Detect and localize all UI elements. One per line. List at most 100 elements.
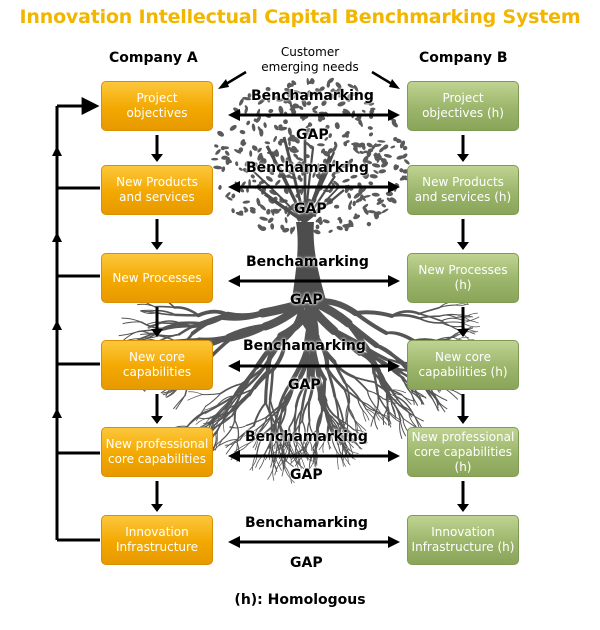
root bbox=[367, 390, 384, 400]
gap-label-2: GAP bbox=[294, 201, 327, 217]
benchmarking-label-3: Benchamarking bbox=[246, 254, 369, 270]
root bbox=[412, 390, 427, 399]
leaf bbox=[247, 93, 252, 98]
root bbox=[351, 434, 368, 443]
leaf bbox=[283, 188, 289, 194]
tree-canopy bbox=[211, 77, 410, 235]
root bbox=[233, 443, 250, 453]
leaf bbox=[259, 204, 266, 211]
root bbox=[307, 398, 311, 422]
customer-line-1: Customer bbox=[280, 45, 340, 59]
leaf bbox=[242, 200, 251, 204]
down-arrow-head bbox=[151, 416, 163, 424]
root bbox=[178, 321, 203, 325]
down-arrow-head bbox=[151, 504, 163, 512]
leaf bbox=[352, 147, 360, 154]
company-b-heading: Company B bbox=[419, 50, 508, 66]
root bbox=[341, 440, 344, 461]
leaf bbox=[276, 98, 284, 102]
leaf bbox=[353, 84, 359, 92]
leaf bbox=[280, 155, 285, 164]
leaf bbox=[312, 105, 319, 111]
root bbox=[374, 343, 402, 364]
root bbox=[376, 412, 387, 425]
root bbox=[292, 456, 300, 474]
root bbox=[372, 371, 389, 390]
customer-needs-label: Customer emerging needs bbox=[250, 45, 370, 75]
gap-label-6: GAP bbox=[290, 555, 323, 571]
leaf bbox=[301, 117, 306, 121]
root bbox=[224, 439, 241, 446]
leaf bbox=[218, 185, 222, 190]
leaf bbox=[399, 175, 408, 181]
leaf bbox=[239, 98, 244, 106]
root bbox=[454, 303, 469, 306]
benchmark-arrow-head-right bbox=[388, 450, 400, 462]
root bbox=[243, 428, 259, 437]
leaf bbox=[278, 124, 283, 129]
leaf bbox=[378, 169, 387, 174]
root bbox=[225, 439, 238, 455]
leaf bbox=[272, 151, 278, 157]
leaf bbox=[341, 133, 348, 138]
root bbox=[391, 404, 397, 418]
root bbox=[211, 413, 224, 424]
leaf bbox=[364, 95, 371, 102]
root bbox=[354, 422, 363, 433]
root bbox=[154, 305, 176, 309]
root bbox=[220, 310, 266, 321]
box-b-professional-capabilities: New professional core capabilities (h) bbox=[407, 427, 519, 477]
leaf bbox=[332, 144, 338, 153]
leaf bbox=[359, 150, 364, 154]
leaf bbox=[260, 226, 267, 231]
leaf bbox=[231, 208, 235, 214]
root bbox=[271, 444, 285, 455]
root bbox=[385, 390, 401, 407]
root bbox=[408, 412, 417, 427]
leaf bbox=[377, 140, 386, 143]
root bbox=[399, 418, 406, 437]
leaf bbox=[239, 188, 245, 193]
leaf bbox=[312, 171, 316, 178]
down-arrow-head bbox=[151, 329, 163, 337]
root bbox=[268, 368, 274, 401]
leaf bbox=[315, 224, 320, 230]
down-arrow-head bbox=[457, 329, 469, 337]
leaf bbox=[393, 164, 398, 171]
root bbox=[204, 404, 219, 411]
root bbox=[386, 409, 392, 425]
leaf bbox=[244, 160, 251, 167]
leaf bbox=[344, 162, 352, 167]
root bbox=[140, 310, 157, 313]
leaf bbox=[244, 209, 248, 213]
leaf bbox=[322, 219, 330, 224]
leaf bbox=[334, 122, 340, 130]
branch bbox=[304, 175, 336, 223]
root bbox=[302, 447, 311, 461]
root bbox=[252, 401, 267, 427]
benchmark-arrow-head-right bbox=[388, 181, 400, 193]
leaf bbox=[234, 149, 242, 154]
leaf bbox=[348, 200, 353, 209]
leaf bbox=[285, 167, 292, 175]
root bbox=[278, 444, 285, 460]
root bbox=[189, 315, 225, 329]
leaf bbox=[315, 91, 322, 96]
leaf bbox=[393, 136, 398, 142]
leaf bbox=[229, 124, 237, 131]
leaf bbox=[257, 98, 266, 105]
root bbox=[234, 419, 240, 443]
leaf bbox=[297, 161, 302, 166]
root bbox=[249, 452, 258, 471]
root bbox=[140, 321, 164, 330]
leaf bbox=[225, 192, 231, 198]
root bbox=[348, 437, 354, 455]
leaf bbox=[274, 124, 279, 131]
down-arrow-head bbox=[457, 154, 469, 162]
root bbox=[173, 394, 186, 410]
leaf bbox=[285, 157, 289, 164]
leaf bbox=[371, 163, 381, 168]
leaf bbox=[241, 181, 246, 187]
root bbox=[298, 430, 304, 449]
leaf bbox=[282, 227, 290, 233]
